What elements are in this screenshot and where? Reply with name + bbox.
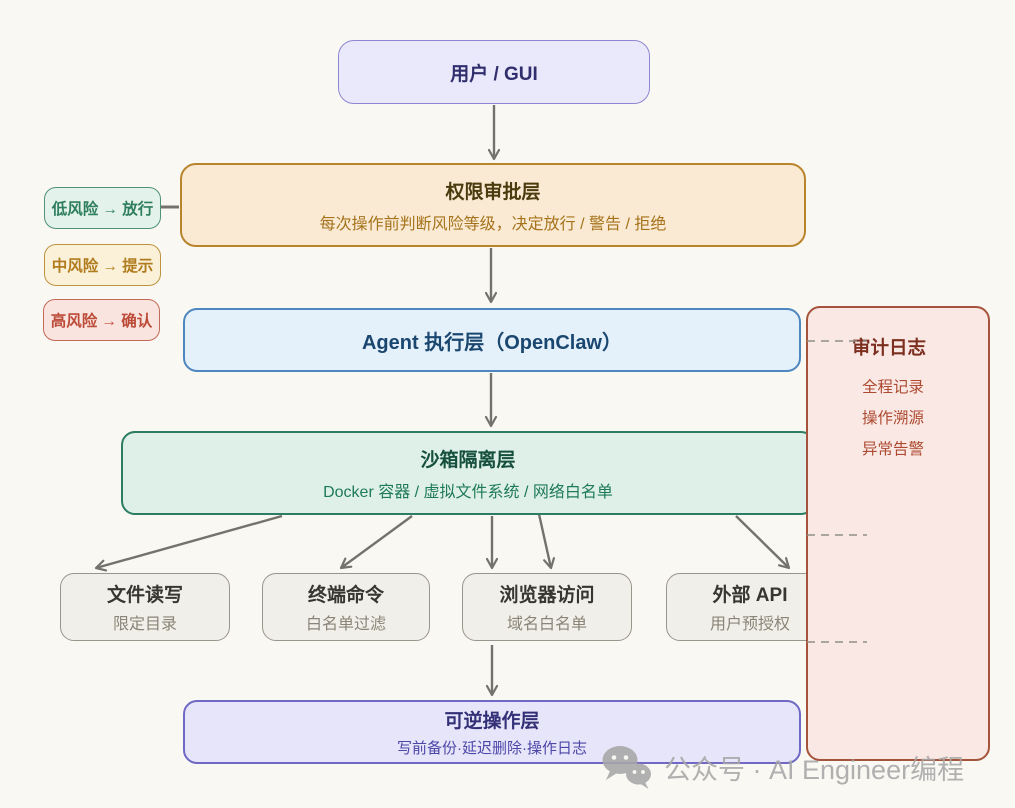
node-browser-access-subtitle: 域名白名单 bbox=[506, 616, 587, 633]
node-risk-high-label: 高风险 → 确认 bbox=[50, 313, 153, 330]
node-approval-subtitle: 每次操作前判断风险等级，决定放行 / 警告 / 拒绝 bbox=[319, 215, 667, 233]
watermark: 公众号 · AI Engineer编程 bbox=[600, 744, 964, 790]
audit-log-item: 操作溯源 bbox=[862, 410, 925, 427]
node-reversible-title: 可逆操作层 bbox=[444, 711, 540, 732]
node-reversible-subtitle: 写前备份·延迟删除·操作日志 bbox=[397, 740, 587, 757]
node-terminal-cmd: 终端命令 白名单过滤 bbox=[262, 573, 430, 641]
node-terminal-cmd-title: 终端命令 bbox=[307, 585, 384, 606]
wechat-icon bbox=[602, 746, 651, 789]
node-approval-layer: 权限审批层 每次操作前判断风险等级，决定放行 / 警告 / 拒绝 bbox=[180, 163, 806, 247]
node-approval-title: 权限审批层 bbox=[445, 181, 541, 203]
node-sandbox-subtitle: Docker 容器 / 虚拟文件系统 / 网络白名单 bbox=[323, 483, 613, 501]
audit-log-item: 异常告警 bbox=[862, 441, 925, 458]
arrow-sandbox-to-browser-2 bbox=[537, 513, 556, 570]
node-user-gui-label: 用户 / GUI bbox=[450, 63, 538, 85]
watermark-text: 公众号 · AI Engineer编程 bbox=[664, 754, 965, 785]
node-browser-access: 浏览器访问 域名白名单 bbox=[462, 573, 632, 641]
node-risk-low: 低风险 → 放行 bbox=[44, 187, 161, 229]
node-risk-mid: 中风险 → 提示 bbox=[44, 244, 161, 286]
arrow-sandbox-to-api bbox=[735, 515, 791, 570]
arrow-sandbox-to-files bbox=[94, 514, 283, 572]
node-risk-mid-label: 中风险 → 提示 bbox=[51, 258, 154, 275]
node-sandbox-title: 沙箱隔离层 bbox=[420, 449, 516, 471]
node-reversible-layer: 可逆操作层 写前备份·延迟删除·操作日志 bbox=[183, 700, 801, 764]
node-sandbox-layer: 沙箱隔离层 Docker 容器 / 虚拟文件系统 / 网络白名单 bbox=[121, 431, 815, 515]
node-agent-label: Agent 执行层（OpenClaw） bbox=[361, 331, 622, 354]
node-file-rw: 文件读写 限定目录 bbox=[60, 573, 230, 641]
node-audit-log-panel: 审计日志 全程记录 操作溯源 异常告警 bbox=[806, 306, 990, 761]
arrow-sandbox-to-terminal bbox=[339, 515, 413, 570]
node-terminal-cmd-subtitle: 白名单过滤 bbox=[305, 616, 386, 633]
node-audit-log-title: 审计日志 bbox=[852, 337, 927, 358]
node-agent-layer: Agent 执行层（OpenClaw） bbox=[183, 308, 801, 372]
audit-log-item: 全程记录 bbox=[862, 379, 925, 396]
audit-log-items: 全程记录 操作溯源 异常告警 bbox=[862, 372, 924, 465]
node-external-api-title: 外部 API bbox=[712, 585, 788, 606]
node-external-api-subtitle: 用户预授权 bbox=[709, 616, 790, 633]
node-file-rw-title: 文件读写 bbox=[106, 585, 183, 606]
node-risk-low-label: 低风险 → 放行 bbox=[51, 201, 154, 218]
node-file-rw-subtitle: 限定目录 bbox=[112, 616, 177, 633]
node-browser-access-title: 浏览器访问 bbox=[499, 585, 595, 606]
node-user-gui: 用户 / GUI bbox=[338, 40, 650, 104]
node-risk-high: 高风险 → 确认 bbox=[43, 299, 160, 341]
